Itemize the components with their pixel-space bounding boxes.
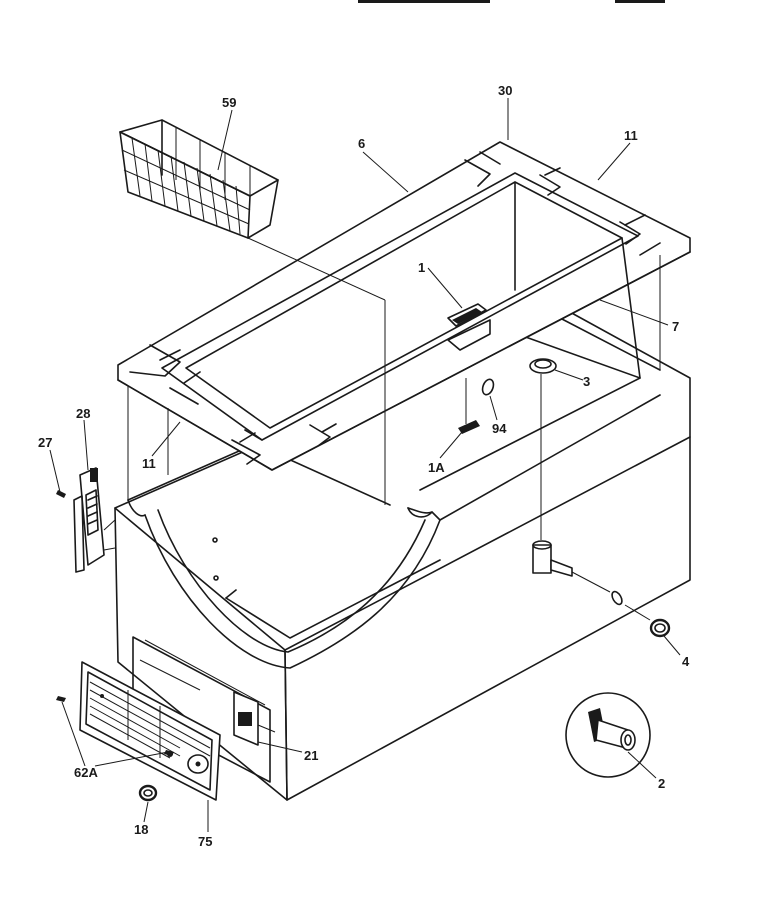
lid-switch-part [447,303,491,351]
callout-4: 4 [682,654,690,669]
callout-18: 18 [134,822,148,837]
callout-30: 30 [498,83,512,98]
control-switch-part [233,691,276,746]
callout-62a: 62A [74,765,98,780]
callout-1: 1 [418,260,425,275]
drain-tube-assembly [532,540,651,621]
callout-94: 94 [492,421,507,436]
lid-hinge-part [73,467,116,573]
callout-27: 27 [38,435,52,450]
gasket-ring-94 [481,378,495,396]
front-grille [79,661,221,801]
grille-screws-62a [56,696,174,756]
callout-28: 28 [76,406,90,421]
callout-75: 75 [198,834,212,849]
callout-1a: 1A [428,460,445,475]
wire-basket [119,119,386,301]
callout-2: 2 [658,776,665,791]
callout-59: 59 [222,95,236,110]
callout-7: 7 [672,319,679,334]
callout-labels: 59 30 6 11 1 7 3 94 1A 28 27 11 4 21 2 6… [38,83,690,849]
drain-fitting-detail [565,692,651,778]
leveling-foot-part [138,784,158,802]
lid-frame-breaker-strips [117,141,691,505]
callout-6: 6 [358,136,365,151]
callout-leader-lines [49,98,681,832]
callout-11-top: 11 [624,128,638,143]
hinge-screw-27 [56,490,66,498]
callout-11-left: 11 [142,456,156,471]
part-1a-clip [458,378,480,434]
drain-cap-part [649,618,671,638]
callout-3: 3 [583,374,590,389]
page-header-fragment [358,0,665,3]
drain-plug-part [529,358,557,540]
callout-21: 21 [304,748,318,763]
